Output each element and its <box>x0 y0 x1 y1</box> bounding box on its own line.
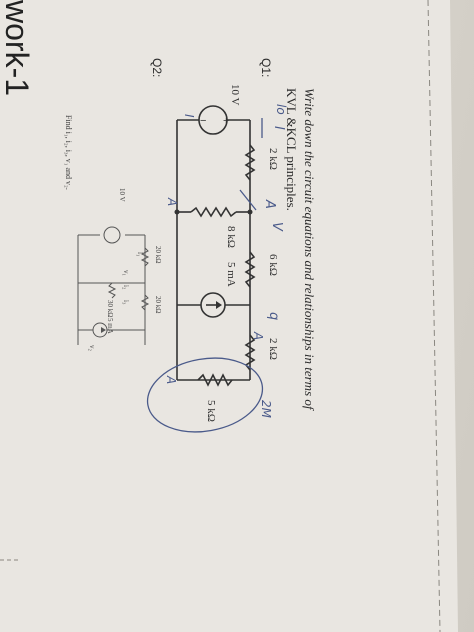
c2-r2 <box>107 282 117 299</box>
c2-i3-label: i₃ <box>122 300 130 305</box>
c2-i1-label: i₁ <box>136 252 144 256</box>
hw-5: q <box>266 312 281 320</box>
c2-r3-label: 20 kΩ <box>154 296 162 313</box>
q2-find-text: Find i₁, i₂, i₃, v₁ and v₂. <box>64 115 73 190</box>
hw-9: A <box>164 375 178 384</box>
c1-source-label: 10 V <box>229 84 241 106</box>
resistor-2k-right <box>244 334 256 371</box>
hw-10: 2M <box>259 400 273 419</box>
hw-2: lo <box>274 104 288 115</box>
q2-label: Q2: <box>150 58 164 77</box>
node-dot-1 <box>247 209 253 215</box>
circuit-1 <box>176 119 251 381</box>
handwriting-marks <box>146 118 264 433</box>
c1-r1-label: 2 kΩ <box>267 148 279 170</box>
c1-r2-label: 8 kΩ <box>225 226 237 248</box>
c2-r1 <box>140 247 150 267</box>
q1-label: Q1: <box>259 58 273 77</box>
node-dot-2 <box>174 209 180 215</box>
c1-r5-label: 5 kΩ <box>205 400 217 422</box>
hw-8: A <box>165 197 179 206</box>
c2-current-source <box>92 322 108 338</box>
hw-6: A <box>251 331 265 340</box>
handwritten-circle <box>146 357 264 433</box>
c1-isrc-label: 5 mA <box>225 262 237 287</box>
handwritten-arrow-2 <box>239 189 257 211</box>
c2-voltage-source <box>103 226 121 244</box>
c2-v2-label: v₂ <box>88 345 96 352</box>
c2-source-label: 10 V <box>118 188 126 202</box>
voltage-source-plus: + <box>223 115 229 127</box>
hw-4: V <box>269 222 284 232</box>
hw-1: I <box>271 126 286 130</box>
voltage-source-minus: − <box>200 115 206 127</box>
c2-r2-label: 30 kΩ <box>106 300 114 317</box>
margin-dashed-line <box>427 0 441 632</box>
q1-prompt-line1: Write down the circuit equations and rel… <box>302 88 317 412</box>
hw-7: I <box>182 114 196 118</box>
voltage-source-1 <box>198 105 228 135</box>
c1-r4-label: 2 kΩ <box>267 338 279 360</box>
c2-v1-label: v₁ <box>122 270 130 276</box>
resistor-5k <box>197 373 233 387</box>
c2-isrc-label: 5 mA <box>106 318 114 334</box>
c2-i2-label: i₂ <box>122 285 130 290</box>
hw-3: A <box>262 199 277 209</box>
resistor-2k-top <box>244 144 256 181</box>
resistor-6k <box>244 251 256 288</box>
paper-page <box>0 0 458 632</box>
c2-current-arrow <box>101 327 106 333</box>
c1-r3-label: 6 kΩ <box>267 254 279 276</box>
q1-prompt-line2: KVL &KCL principles. <box>284 88 299 211</box>
c2-r1-label: 20 kΩ <box>154 246 162 263</box>
c2-r3 <box>140 294 150 311</box>
current-arrow-head <box>216 301 222 309</box>
resistor-8k <box>190 206 237 218</box>
header-title: work-1 <box>0 0 35 96</box>
